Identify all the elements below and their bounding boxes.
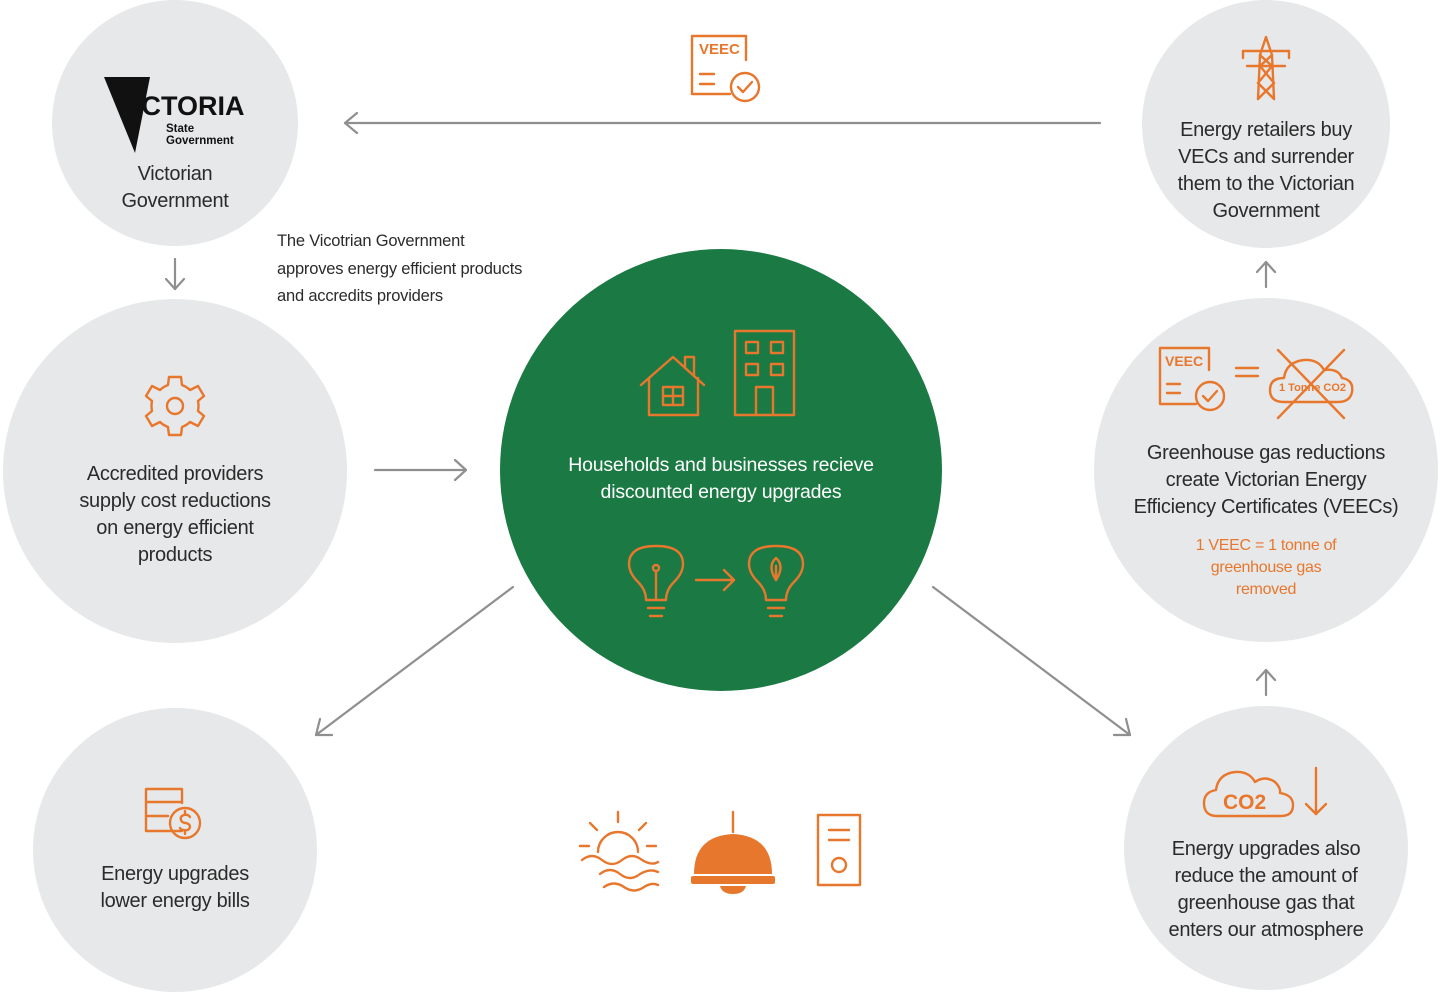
node-accredited-providers: Accredited providers supply cost reducti… xyxy=(3,299,347,643)
arrow-retailers-to-government xyxy=(343,111,1102,135)
victoria-logo: VICTORIA State Government xyxy=(104,77,245,153)
pendant-lamp-icon xyxy=(691,810,775,894)
solar-water-icon xyxy=(578,810,660,892)
logo-sub-government: Government xyxy=(166,135,234,147)
co2-label: CO2 xyxy=(1223,791,1266,814)
down-arrow-icon xyxy=(1304,766,1328,816)
veec-top-label: VEEC xyxy=(699,41,740,58)
node-households-businesses: Households and businesses recieve discou… xyxy=(500,249,942,691)
eco-lightbulb-icon xyxy=(747,544,805,618)
house-and-building-icon xyxy=(639,329,796,417)
retailers-label: Energy retailers buy VECs and surrender … xyxy=(1177,119,1355,222)
transmission-tower-icon xyxy=(1241,35,1291,101)
node-victorian-government: VICTORIA State Government Victorian Gove… xyxy=(52,0,298,246)
veec-small-label: VEEC xyxy=(1165,353,1203,369)
veecs-label: Greenhouse gas reductions create Victori… xyxy=(1133,441,1399,518)
veec-equals-tonne-icon: VEEC 1 Tonne CO2 xyxy=(1158,346,1354,419)
arrow-providers-to-center xyxy=(373,458,468,482)
bill-dollar-icon xyxy=(144,787,202,840)
arrow-veecs-to-retailers xyxy=(1255,260,1277,289)
right-arrow-icon xyxy=(694,568,736,592)
lightbulb-icon xyxy=(627,544,685,618)
node-atmosphere-reduction: CO2 Energy upgrades also reduce the amou… xyxy=(1124,706,1408,990)
gear-icon xyxy=(144,375,206,437)
lightbulb-upgrade-icon xyxy=(627,544,805,618)
arrow-government-to-providers xyxy=(164,257,186,291)
veec-certificate-icon: VEEC xyxy=(690,34,761,103)
logo-sub-state: State xyxy=(166,123,194,135)
office-building-icon xyxy=(733,329,796,417)
center-label: Households and businesses recieve discou… xyxy=(568,454,874,503)
arrow-center-to-bills xyxy=(314,585,515,737)
node-veec-creation: VEEC 1 Tonne CO2 Greenhouse gas reductio… xyxy=(1094,298,1438,642)
co2-cloud-icon: CO2 xyxy=(1202,766,1328,818)
arrow-atmosphere-to-veecs xyxy=(1255,668,1277,697)
heater-icon xyxy=(816,813,862,887)
government-label: Victorian Government xyxy=(121,163,229,212)
atmosphere-label: Energy upgrades also reduce the amount o… xyxy=(1168,838,1364,941)
crossed-tonne-cloud-icon: 1 Tonne CO2 xyxy=(1268,348,1354,419)
logo-wordmark: VICTORIA xyxy=(116,91,245,121)
veec-equivalence-note: 1 VEEC = 1 tonne of greenhouse gas remov… xyxy=(1195,536,1337,598)
tonne-label: 1 Tonne CO2 xyxy=(1279,382,1346,394)
node-energy-retailers: Energy retailers buy VECs and surrender … xyxy=(1142,0,1390,248)
node-lower-bills: Energy upgrades lower energy bills xyxy=(33,708,317,992)
appliance-icons xyxy=(578,810,862,894)
veec-certificate-small-icon: VEEC xyxy=(1158,346,1226,411)
house-icon xyxy=(639,355,706,417)
providers-label: Accredited providers supply cost reducti… xyxy=(79,463,271,566)
bills-label: Energy upgrades lower energy bills xyxy=(100,863,250,912)
arrow-center-to-atmosphere xyxy=(931,585,1132,737)
government-annotation: The Vicotrian Government approves energy… xyxy=(277,232,523,305)
